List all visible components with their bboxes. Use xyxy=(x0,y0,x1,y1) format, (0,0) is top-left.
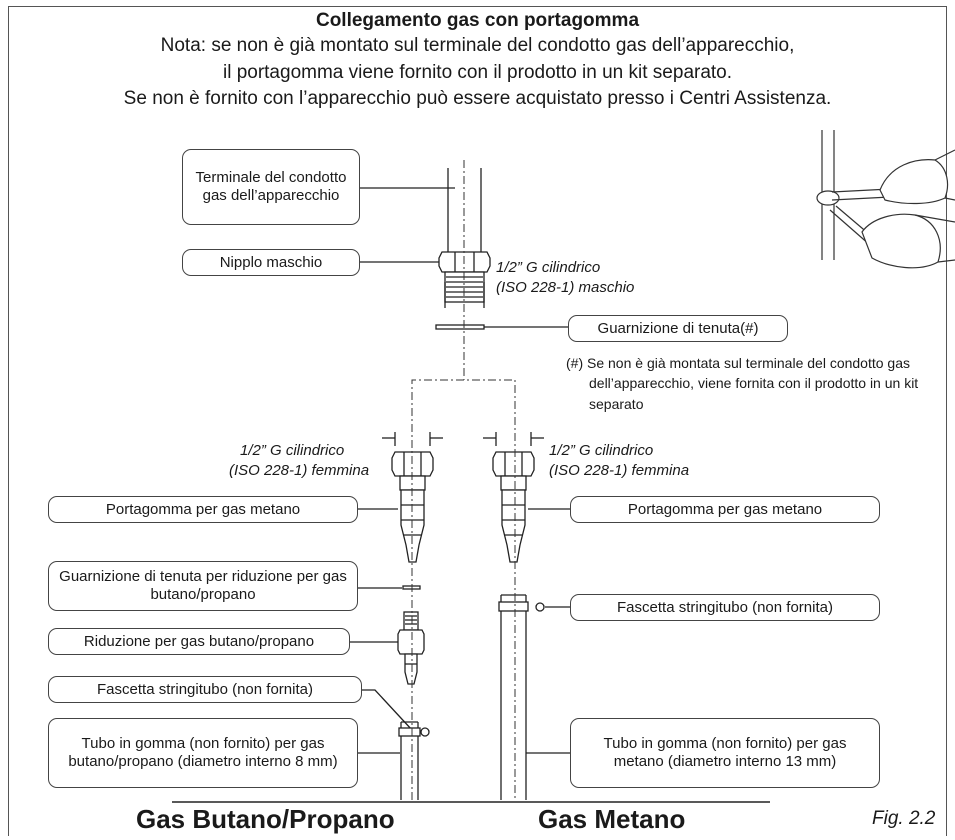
spec-femmina-left-line2: (ISO 228-1) femmina xyxy=(229,462,370,479)
spec-femmina-right-line2: (ISO 228-1) femmina xyxy=(549,462,690,479)
note-line-3: Se non è fornito con l’apparecchio può e… xyxy=(123,88,832,109)
spec-femmina-left-line1: 1/2” G cilindrico xyxy=(240,442,345,459)
reduction-barb xyxy=(404,653,418,685)
illustration-lower-sleeve xyxy=(937,259,955,263)
reduction-thread xyxy=(403,611,419,631)
leader-fascetta-left xyxy=(362,689,413,731)
spec-maschio-line1: 1/2” G cilindrico xyxy=(496,259,601,276)
illustration-upper-sleeve xyxy=(944,197,955,201)
left-clamp-screw xyxy=(420,727,430,737)
caption-gas-butano-propano: Gas Butano/Propano xyxy=(136,804,395,834)
right-hose-barb xyxy=(501,489,526,563)
label-guarnizione: Guarnizione di tenuta(#) xyxy=(568,315,788,342)
label-tubo-right: Tubo in gomma (non fornito) per gas meta… xyxy=(570,718,880,788)
label-fascetta-left: Fascetta stringitubo (non fornita) xyxy=(48,676,362,703)
illustration-upper-hand xyxy=(879,159,949,205)
diagram-title: Collegamento gas con portagomma xyxy=(315,10,640,31)
note-line-1: Nota: se non è già montato sul terminale… xyxy=(160,35,795,56)
caption-gas-metano: Gas Metano xyxy=(538,804,686,834)
illustration-nut xyxy=(816,190,840,206)
reduction-hex xyxy=(397,629,425,655)
spec-femmina-right-line1: 1/2” G cilindrico xyxy=(549,442,654,459)
label-terminale: Terminale del condotto gas dell’apparecc… xyxy=(182,149,360,225)
sealing-washer xyxy=(435,324,485,330)
illustration-lower-hand xyxy=(861,213,941,269)
axis-branch xyxy=(411,379,516,800)
label-portagomma-right: Portagomma per gas metano xyxy=(570,496,880,523)
footnote: (#) Se non è già montata sul terminale d… xyxy=(566,355,919,412)
right-hose-clamp xyxy=(498,601,529,612)
label-guarnizione-riduzione: Guarnizione di tenuta per riduzione per … xyxy=(48,561,358,611)
note-line-2: il portagomma viene fornito con il prodo… xyxy=(222,62,733,83)
left-hose-clamp xyxy=(398,727,421,737)
label-nipplo-maschio: Nipplo maschio xyxy=(182,249,360,276)
illustration-upper-sleeve xyxy=(934,149,955,161)
label-portagomma-left: Portagomma per gas metano xyxy=(48,496,358,523)
right-female-hex xyxy=(492,451,535,477)
diagram-frame xyxy=(8,6,947,836)
label-tubo-left: Tubo in gomma (non fornito) per gas buta… xyxy=(48,718,358,788)
illustration-wrench-lower xyxy=(829,209,871,246)
wrench-hands-illustration xyxy=(816,130,955,269)
illustration-lower-sleeve xyxy=(914,214,955,223)
right-barb-neck xyxy=(500,475,527,491)
label-fascetta-right: Fascetta stringitubo (non fornita) xyxy=(570,594,880,621)
right-clamp-screw xyxy=(535,602,545,612)
label-riduzione: Riduzione per gas butano/propano xyxy=(48,628,350,655)
spec-maschio-line2: (ISO 228-1) maschio xyxy=(496,279,635,296)
figure-label: Fig. 2.2 xyxy=(872,808,936,829)
